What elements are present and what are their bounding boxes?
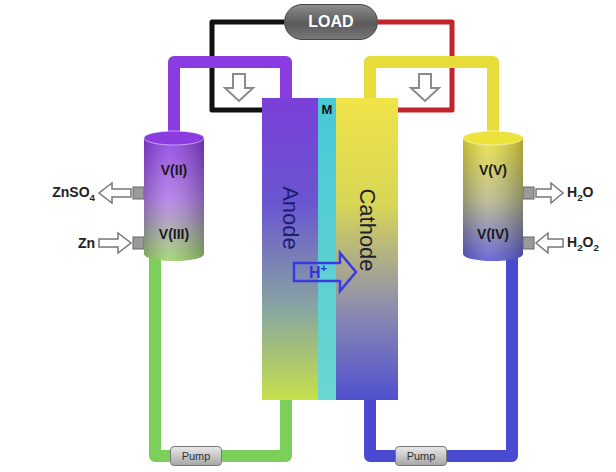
tank-text: V(V) xyxy=(479,162,507,178)
load-box: LOAD xyxy=(284,4,378,40)
current-arrow xyxy=(411,74,439,101)
chemical-label: ZnSO4 xyxy=(52,184,95,203)
pump-text: Pump xyxy=(182,450,211,462)
tank-port xyxy=(133,237,144,249)
chemical-label: H2O2 xyxy=(567,234,599,253)
tank-port xyxy=(523,187,534,199)
ion-label: H+ xyxy=(309,262,327,282)
anode-box: Anode xyxy=(262,98,318,400)
chemical-label: Zn xyxy=(78,235,95,251)
tank-port xyxy=(133,187,144,199)
flow-arrow xyxy=(99,233,131,253)
tank-shape xyxy=(143,130,205,262)
pump-box: Pump xyxy=(395,446,447,466)
electrolyte-pipe xyxy=(222,400,286,456)
cathode-text: Cathode xyxy=(354,188,380,271)
flow-arrow xyxy=(99,183,131,203)
tank-text: V(III) xyxy=(159,226,189,242)
pump-text: Pump xyxy=(407,450,436,462)
tank-text: V(IV) xyxy=(477,226,509,242)
tank-box: V(V) V(IV) xyxy=(462,130,524,262)
current-arrow xyxy=(225,74,253,101)
chemical-label: H2O xyxy=(567,184,593,203)
load-text: LOAD xyxy=(308,13,353,31)
membrane-box: M xyxy=(318,98,336,400)
tank-shape xyxy=(462,130,524,262)
flow-arrow xyxy=(536,233,563,253)
electrolyte-pipe xyxy=(370,400,395,456)
tank-text: V(II) xyxy=(161,162,187,178)
tank-port xyxy=(523,237,534,249)
flow-arrow xyxy=(536,183,563,203)
electrolyte-pipe xyxy=(447,258,512,456)
tank-box: V(II) V(III) xyxy=(143,130,205,262)
pump-box: Pump xyxy=(170,446,222,466)
cathode-box: Cathode xyxy=(336,98,398,400)
anode-text: Anode xyxy=(277,186,303,250)
membrane-text: M xyxy=(322,102,333,117)
electrolyte-pipe xyxy=(155,258,170,456)
proton-arrow xyxy=(294,253,356,291)
